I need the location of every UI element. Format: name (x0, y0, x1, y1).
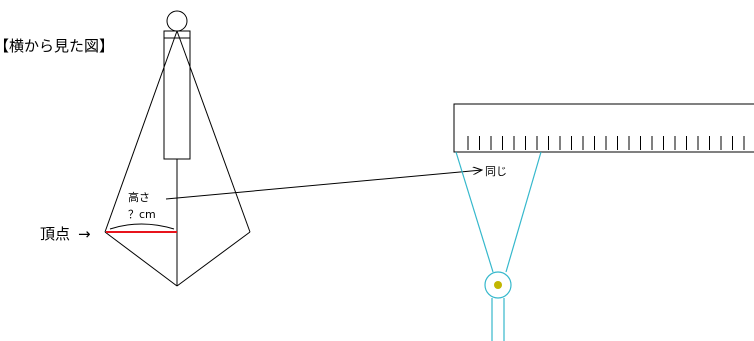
height-label: 高さ (128, 190, 150, 204)
ruler-ticks (467, 136, 745, 150)
compass (455, 151, 542, 341)
handle (163, 30, 191, 160)
vertex-arrow: → (78, 225, 91, 243)
left-upper-edge (104, 30, 178, 233)
unknown-length-label: ？cm (128, 208, 156, 221)
ruler (453, 103, 754, 153)
connector-arrow (165, 170, 482, 200)
ruler-body (453, 103, 754, 153)
height-bracket (109, 223, 175, 230)
top-knob (166, 10, 188, 32)
vertex-label: 頂点 (40, 225, 70, 243)
figure-title: 【横から見た図】 (0, 37, 114, 55)
right-lower-edge (176, 231, 251, 287)
left-lower-edge (104, 231, 178, 287)
right-upper-edge (176, 30, 251, 233)
kite-shape (104, 10, 251, 287)
compass-pivot (484, 271, 512, 299)
compass-leg-left (455, 151, 494, 273)
same-label: 同じ (485, 165, 507, 178)
pivot-dot (494, 281, 502, 289)
compass-leg-right (505, 151, 542, 273)
